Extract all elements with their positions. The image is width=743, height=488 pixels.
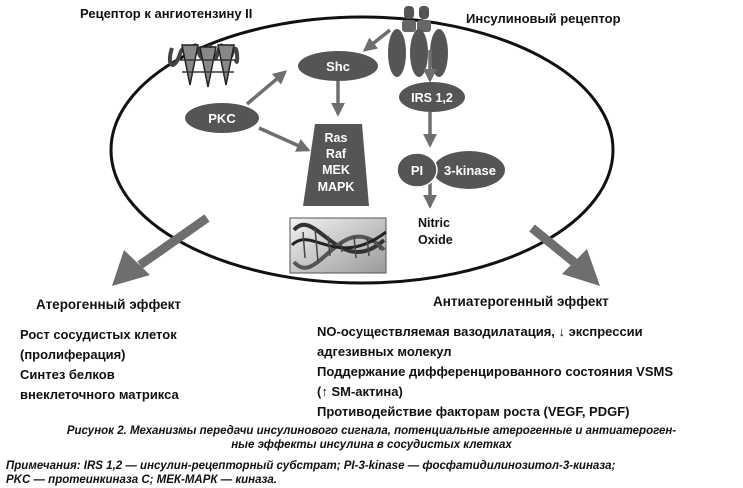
diagram-canvas: Shc PKC IRS 1,2 3-kinase PI Ras Raf MEK … bbox=[109, 6, 615, 286]
figure-notes: Примечания: IRS 1,2 — инсулин-рецепторны… bbox=[6, 459, 741, 487]
arrow-receptor-to-shc bbox=[362, 28, 392, 52]
cell-membrane bbox=[109, 15, 615, 285]
arrow-pkc-to-shc bbox=[245, 70, 288, 106]
atherogenic-list: Рост сосудистых клеток (пролиферация) Си… bbox=[20, 325, 179, 405]
arrow-pkc-to-ras bbox=[258, 126, 311, 152]
oxide-label: Oxide bbox=[418, 233, 453, 247]
angiotensin-receptor-icon bbox=[167, 43, 240, 88]
irs-node bbox=[399, 82, 465, 112]
antiatherogenic-line: NO-осуществляемая вазодилатация, ↓ экспр… bbox=[317, 324, 643, 339]
atherogenic-line: внеклеточного матрикса bbox=[20, 387, 179, 402]
caption-line: ные эффекты инсулина в сосудистых клетка… bbox=[231, 439, 512, 451]
dna-image bbox=[289, 217, 387, 274]
pi-node bbox=[396, 152, 438, 188]
atherogenic-line: (пролиферация) bbox=[20, 347, 126, 362]
figure-caption: Рисунок 2. Механизмы передачи инсулиново… bbox=[6, 424, 737, 452]
antiatherogenic-line: адгезивных молекул bbox=[317, 344, 452, 359]
insulin-receptor-label: Инсулиновый рецептор bbox=[466, 11, 621, 26]
pkc-label: PKC bbox=[208, 111, 236, 126]
raf-label: Raf bbox=[326, 147, 347, 161]
signal-arrows bbox=[245, 28, 437, 209]
atherogenic-line: Рост сосудистых клеток bbox=[20, 327, 177, 342]
nitric-label: Nitric bbox=[418, 216, 450, 230]
shc-node bbox=[298, 51, 378, 81]
arrow-atherogenic bbox=[137, 214, 210, 269]
antiatherogenic-line: Поддержание дифференцированного состояни… bbox=[317, 364, 674, 379]
angiotensin-receptor-label: Рецептор к ангиотензину II bbox=[80, 6, 253, 21]
effect-arrows bbox=[112, 214, 600, 286]
mek-label: MEK bbox=[322, 163, 350, 177]
antiatherogenic-line: (↑ SM-актина) bbox=[317, 384, 403, 399]
antiatherogenic-line: Противодействие факторам роста (VEGF, PD… bbox=[317, 404, 630, 419]
atherogenic-line: Синтез белков bbox=[20, 367, 115, 382]
ras-label: Ras bbox=[325, 131, 348, 145]
pi3kinase-label: 3-kinase bbox=[444, 163, 496, 178]
arrow-antiatherogenic-head bbox=[562, 249, 600, 286]
ras-mapk-node bbox=[303, 124, 369, 206]
notes-line: PKC — протеинкиназа С; МЕК-МАРК — киназа… bbox=[6, 474, 277, 486]
pkc-node bbox=[185, 103, 259, 133]
shc-label: Shc bbox=[326, 59, 350, 74]
mapk-label: MAPK bbox=[318, 180, 355, 194]
antiatherogenic-list: NO-осуществляемая вазодилатация, ↓ экспр… bbox=[317, 322, 673, 422]
pi-label: PI bbox=[411, 163, 423, 178]
insulin-receptor-icon bbox=[388, 6, 448, 77]
notes-line: Примечания: IRS 1,2 — инсулин-рецепторны… bbox=[6, 460, 616, 472]
signaling-diagram: Shc PKC IRS 1,2 3-kinase PI Ras Raf MEK … bbox=[20, 6, 673, 422]
arrow-atherogenic-head bbox=[112, 250, 150, 286]
caption-line: Рисунок 2. Механизмы передачи инсулиново… bbox=[66, 425, 677, 437]
pi3kinase-node bbox=[433, 151, 505, 189]
arrow-antiatherogenic bbox=[529, 224, 578, 267]
atherogenic-title: Атерогенный эффект bbox=[36, 297, 181, 312]
antiatherogenic-title: Антиатерогенный эффект bbox=[433, 294, 609, 309]
irs-label: IRS 1,2 bbox=[411, 91, 453, 105]
